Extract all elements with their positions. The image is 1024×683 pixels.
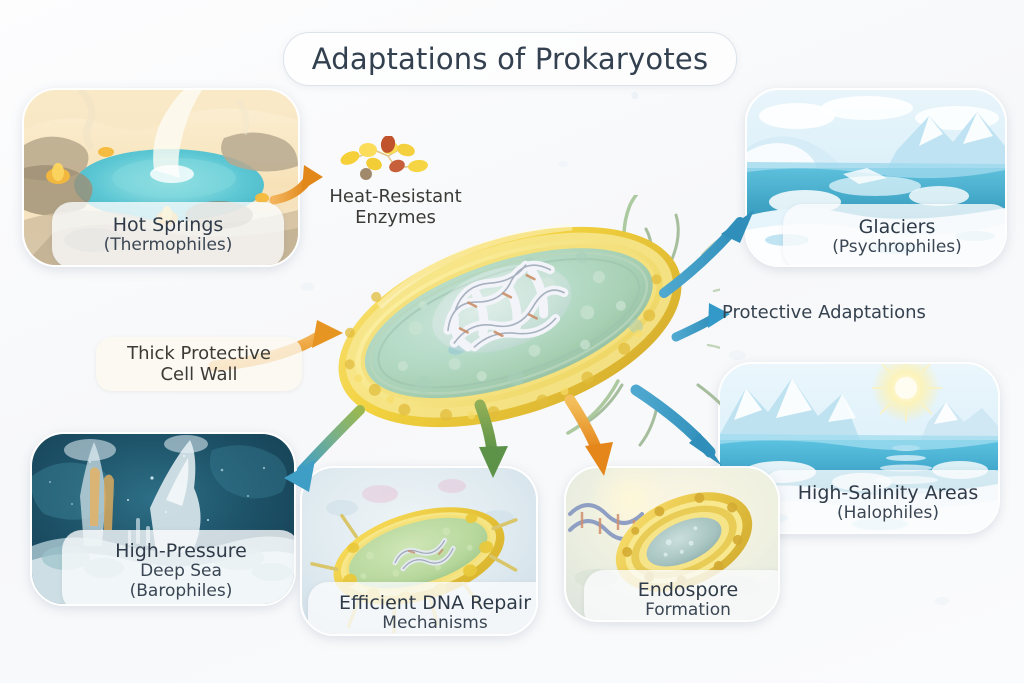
panel-hot-springs: Hot Springs (Thermophiles) (22, 88, 300, 267)
label-thick-protective-cell-wall: Thick Protective Cell Wall (96, 337, 302, 392)
label-line-1: Protective Adaptations (722, 302, 926, 323)
panel-label-hot-springs: Hot Springs (Thermophiles) (52, 202, 284, 265)
panel-glaciers: Glaciers (Psychrophiles) (745, 88, 1007, 267)
panel-endospore: Endospore Formation (564, 466, 780, 622)
label-line-1: Thick Protective (127, 343, 271, 364)
label-line-1: High-Salinity Areas (797, 481, 979, 504)
label-line-1: Efficient DNA Repair (338, 591, 532, 614)
panel-label-endospore: Endospore Formation (584, 570, 778, 620)
label-line-3: (Barophiles) (129, 580, 233, 601)
panel-label-high-salinity: High-Salinity Areas (Halophiles) (762, 470, 998, 532)
panel-dna-repair: Efficient DNA Repair Mechanisms (300, 466, 538, 636)
panel-label-glaciers: Glaciers (Psychrophiles) (783, 204, 1005, 265)
panel-label-dna-repair: Efficient DNA Repair Mechanisms (308, 582, 536, 634)
label-line-2: (Halophiles) (837, 502, 939, 523)
panel-label-deep-sea: High-Pressure Deep Sea (Barophiles) (62, 530, 294, 604)
page-title-text: Adaptations of Prokaryotes (311, 42, 709, 76)
label-line-1: Heat-Resistant (329, 186, 462, 207)
panel-deep-sea: High-Pressure Deep Sea (Barophiles) (30, 432, 296, 606)
page-title: Adaptations of Prokaryotes (283, 32, 737, 86)
label-line-2: Deep Sea (140, 561, 222, 582)
label-line-1: Glaciers (858, 215, 936, 238)
label-line-2: Formation (645, 599, 731, 620)
label-line-2: Cell Wall (160, 364, 238, 386)
label-line-1: High-Pressure (115, 539, 247, 562)
label-protective-adaptations: Protective Adaptations (722, 302, 932, 323)
label-line-1: Endospore (637, 578, 739, 601)
label-line-2: Enzymes (355, 207, 436, 229)
label-line-2: (Psychrophiles) (832, 236, 962, 257)
label-line-2: (Thermophiles) (103, 234, 233, 255)
label-heat-resistant-enzymes: Heat-Resistant Enzymes (318, 186, 473, 228)
label-line-1: Hot Springs (112, 213, 224, 236)
label-line-2: Mechanisms (382, 612, 488, 633)
enzyme-cluster-icon (330, 135, 440, 186)
prokaryote-cell (300, 179, 754, 455)
endospore-artwork (566, 468, 778, 620)
